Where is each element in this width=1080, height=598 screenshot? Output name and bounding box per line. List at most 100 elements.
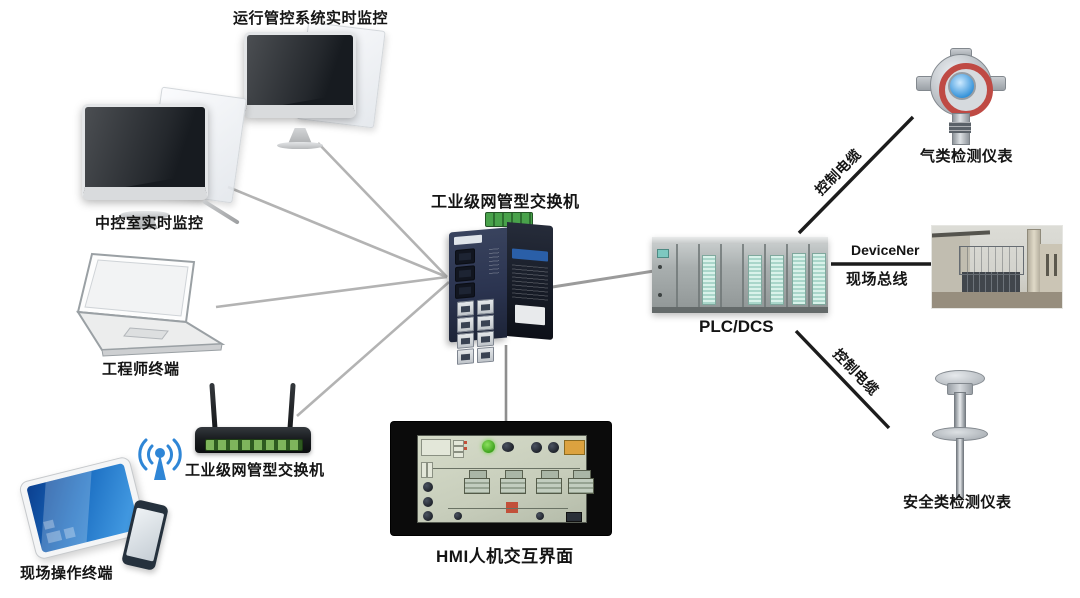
router-antenna-left [209,382,218,432]
hmi-knob [531,442,542,453]
module-separator [808,244,810,308]
plc-base-rail [652,307,828,313]
monitor-screen [82,104,208,200]
monitor-top-device [244,21,386,149]
wire-router-to-switch [296,281,450,417]
plc-top-face [652,237,828,244]
label-monitor-top: 运行管控系统实时监控 [233,10,389,27]
module-separator [742,244,744,308]
start-tile [63,526,76,540]
start-tile [46,530,63,544]
switch-front-panel [449,227,507,365]
monitor-screen [244,32,356,118]
wifi-antenna-icon [138,438,182,480]
hmi-side-knob [423,482,433,492]
cpu-switch-dot [658,265,662,269]
module-vent-window [792,253,806,305]
wire-switch-to-plc [545,269,655,290]
phone-frame [121,499,169,571]
hmi-side-knob [423,497,433,507]
hmi-red-equipment [506,502,518,513]
wire-monitor-top-to-switch [317,142,448,278]
hmi-dark-button [566,512,582,522]
hmi-alarm-dot [464,447,467,450]
switch-model-label [454,234,482,246]
module-separator [786,244,788,308]
label-hmi: HMI人机交互界面 [436,547,574,566]
label-core-switch: 工业级网管型交换机 [431,194,580,211]
laptop-screen [84,259,189,317]
factory-chimney [1027,229,1041,297]
label-safety-detector: 安全类检测仪表 [903,494,1012,511]
safety-detector-device [927,370,993,498]
label-monitor-left: 中控室实时监控 [95,215,204,232]
core-switch-device [447,212,555,365]
router-port-strip [205,439,303,451]
monitor-base [120,211,170,219]
monitor-base [277,142,323,149]
label-laptop: 工程师终端 [102,361,180,378]
cable-plc-to-safety-detector [794,329,891,430]
module-vent-window [770,255,784,305]
switch-led-column [489,248,499,276]
monitor-left-device [82,86,247,229]
tablet-screen [26,462,140,554]
probe-upper-rod [954,392,966,432]
hmi-indicator [453,452,464,458]
label-field-terminal: 现场操作终端 [20,565,114,582]
plc-dcs-device [652,231,828,319]
hmi-device [391,422,611,535]
hmi-side-knob [423,511,433,521]
rj45-port [477,298,494,316]
label-fieldbus-type: 现场总线 [846,271,909,288]
hmi-process-unit [568,470,594,494]
hmi-knob [548,442,559,453]
switch-uplink-port [455,265,475,283]
hmi-indicator [453,440,464,446]
hmi-title-block [421,439,451,456]
laptop-trackpad [123,327,169,340]
router-antenna-right [287,382,296,432]
hmi-screen [417,435,594,523]
hmi-orange-button [564,440,585,455]
hmi-green-lamp [482,440,495,453]
router-device [193,382,315,457]
factory-window-slit [1046,254,1049,276]
factory-building-right [1040,244,1062,294]
hmi-process-unit [464,470,490,494]
detector-display [948,72,976,100]
module-separator [764,244,766,308]
phone-device [121,498,174,578]
brand-sticker [512,248,548,262]
factory-ground [932,292,1062,308]
monitor-stand [288,128,312,144]
hmi-alarm-dot [464,441,467,444]
rj45-port [477,346,494,364]
hmi-bar [427,462,433,478]
hmi-process-unit [536,470,562,494]
cpu-display-window [657,249,669,258]
label-router-switch: 工业级网管型交换机 [185,462,325,479]
switch-side-panel [507,221,553,341]
laptop-device [76,252,226,357]
module-vent-window [812,253,826,305]
rj45-port [457,316,474,333]
hmi-pipe-line [448,508,568,509]
switch-uplink-port [455,248,475,266]
switch-uplink-port [455,282,475,300]
module-separator [698,244,700,308]
label-gas-detector: 气类检测仪表 [920,148,1014,165]
wire-monitor-left-to-switch [227,185,448,279]
gas-detector-device [916,48,1008,148]
module-separator [720,244,722,308]
rj45-port [457,348,474,365]
rj45-port [457,300,474,317]
module-separator [676,244,678,308]
module-vent-window [748,255,762,305]
hmi-pump [454,512,462,520]
spec-text-lines [512,264,548,302]
switch-rj45-port-grid [457,298,494,365]
probe-lower-rod [956,438,964,498]
wire-laptop-to-switch [215,275,448,309]
